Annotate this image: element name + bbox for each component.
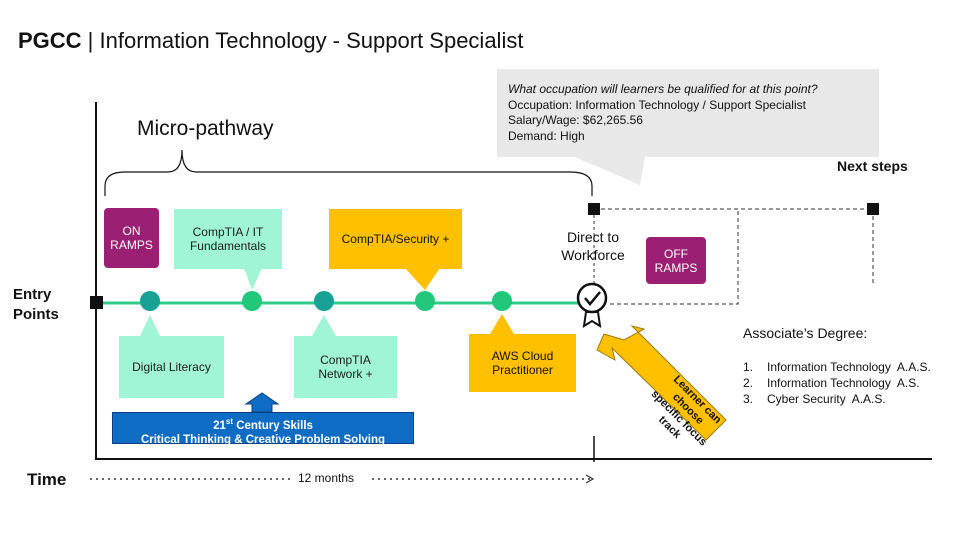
micro-pathway-brace (104, 149, 593, 196)
digital-literacy-pointer (140, 315, 160, 336)
associates-degree-heading: Associate’s Degree: (743, 325, 868, 341)
entry-point-marker (90, 296, 103, 309)
network-pointer (312, 315, 336, 336)
off-ramps-badge: OFF RAMPS (646, 237, 706, 284)
focus-track-arrow-icon (596, 325, 727, 441)
off-ramp-path (610, 209, 739, 305)
it-fundamentals-pointer (244, 268, 262, 290)
time-axis-label: Time (27, 470, 67, 489)
node-network (314, 291, 334, 311)
node-digital-literacy (140, 291, 160, 311)
node-security (415, 291, 435, 311)
occupation-callout-text: What occupation will learners be qualifi… (508, 82, 818, 144)
callout-question: What occupation will learners be qualifi… (508, 82, 818, 96)
duration-label: 12 months (298, 471, 355, 485)
next-steps-label: Next steps (837, 158, 908, 174)
list-item: 2.Information Technology A.S. (743, 376, 920, 390)
security-pointer (405, 268, 440, 290)
callout-demand: Demand: High (508, 128, 585, 143)
on-ramps-badge: ON RAMPS (104, 208, 159, 268)
next-steps-marker (867, 203, 879, 215)
callout-occupation: Occupation: Information Technology / Sup… (508, 97, 806, 112)
credential-digital-literacy: Digital Literacy (119, 336, 224, 398)
page-title: PGCC | Information Technology - Support … (18, 28, 524, 53)
time-arrowhead-icon (585, 474, 595, 484)
node-it-fundamentals (242, 291, 262, 311)
workforce-marker (588, 203, 600, 215)
list-item: 1.Information Technology A.A.S. (743, 360, 931, 374)
callout-tail (575, 157, 645, 185)
micro-pathway-label: Micro-pathway (137, 117, 274, 140)
certificate-badge-icon (576, 282, 608, 328)
skills-up-arrow-icon (244, 392, 280, 413)
aws-pointer (490, 314, 514, 334)
associates-degree-list: 1.Information Technology A.A.S. 2.Inform… (743, 359, 931, 407)
occupation-callout (497, 69, 879, 157)
century-skills-box: 21st Century Skills Critical Thinking & … (112, 412, 414, 446)
callout-salary: Salary/Wage: $62,265.56 (508, 113, 643, 127)
list-item: 3.Cyber Security A.A.S. (743, 392, 886, 406)
node-aws (492, 291, 512, 311)
credential-security: CompTIA/Security + (329, 209, 462, 269)
